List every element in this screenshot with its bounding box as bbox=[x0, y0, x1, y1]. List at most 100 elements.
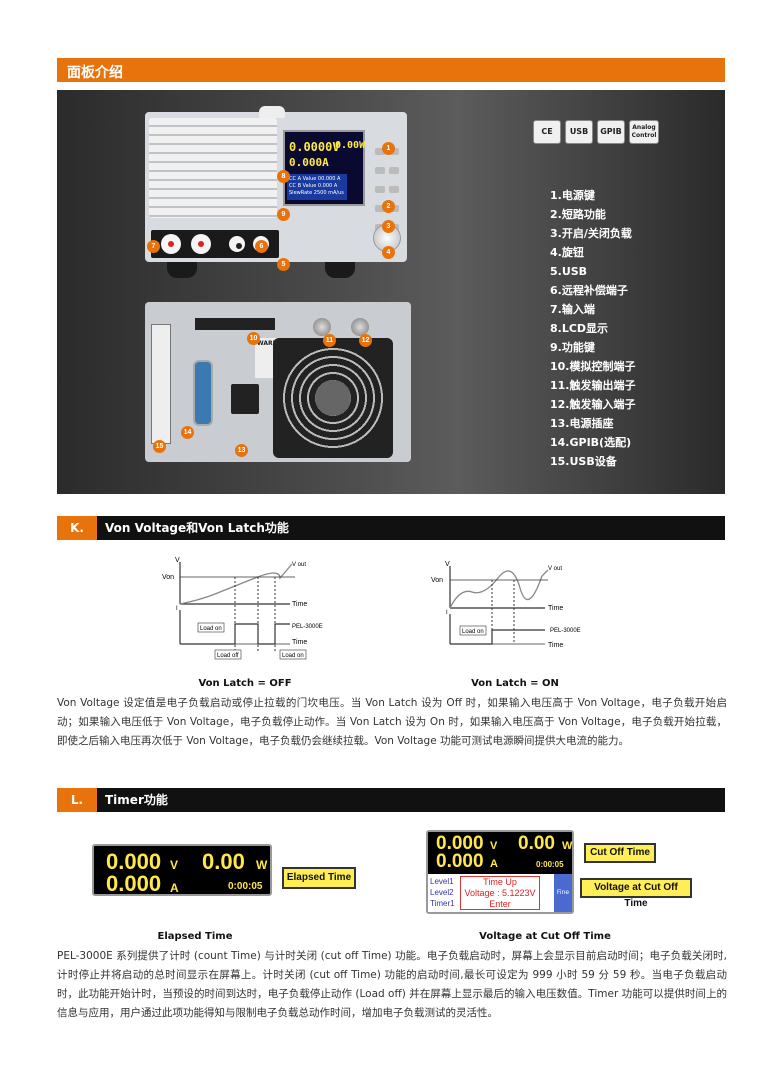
callout-9: 9 bbox=[277, 208, 290, 221]
disp-w-unit: W bbox=[562, 840, 573, 852]
usb-badge: USB bbox=[565, 120, 593, 144]
para-timer: PEL-3000E 系列提供了计时 (count Time) 与计时关闭 (cu… bbox=[57, 950, 727, 1019]
cooling-fan bbox=[273, 338, 393, 458]
cutoff-display: 0.000 V 0.00 W 0.000 A 0:00:05 Level1 Le… bbox=[426, 830, 574, 914]
popup-enter[interactable]: Enter bbox=[489, 899, 511, 909]
callout-7: 7 bbox=[147, 240, 160, 253]
section-l-title: Timer功能 bbox=[105, 793, 168, 807]
gpib-badge: GPIB bbox=[597, 120, 625, 144]
caption-on: Von Latch = ON bbox=[471, 678, 559, 689]
lcd-power: 0.00W bbox=[335, 140, 366, 151]
disp-w-unit: W bbox=[256, 858, 268, 872]
i-curve bbox=[180, 623, 290, 645]
cooling-fins bbox=[149, 118, 277, 218]
analog-control-connector bbox=[195, 318, 275, 330]
von-label: Von bbox=[162, 574, 174, 581]
disp-time: 0:00:05 bbox=[228, 881, 263, 892]
trigger-out-bnc bbox=[313, 318, 331, 336]
callout-6: 6 bbox=[255, 240, 268, 253]
load-on-label-2: Load on bbox=[282, 653, 304, 659]
disp-v-unit: V bbox=[490, 840, 498, 852]
timer-1: Timer1 bbox=[430, 899, 455, 908]
feature-item: 6.远程补偿端子 bbox=[550, 284, 628, 297]
sense-terminal bbox=[229, 236, 245, 252]
lcd-voltage: 0.0000V bbox=[289, 140, 340, 154]
vout-label: V out bbox=[292, 562, 306, 568]
feature-item: 7.输入端 bbox=[550, 303, 595, 316]
gpib-connector bbox=[193, 360, 213, 426]
certification-badges: CE USB GPIB Analog Control bbox=[533, 120, 659, 144]
v-label: V bbox=[445, 561, 450, 568]
settings-panel: Level1 Level2 Timer1 Time Up Voltage : 5… bbox=[428, 874, 572, 912]
i-label: I bbox=[446, 610, 448, 616]
callout-12: 12 bbox=[359, 334, 372, 347]
rear-label bbox=[151, 324, 171, 444]
model-label: PEL-3000E bbox=[550, 628, 581, 634]
device-front-panel: 0.0000V 0.00W 0.000A CC A Value 00.000 A… bbox=[145, 106, 407, 278]
time-up-popup: Time Up Voltage : 5.1223V Enter bbox=[460, 876, 540, 910]
lcd-info-3: SlewRate 2500 mA/us bbox=[289, 190, 344, 196]
callout-5: 5 bbox=[277, 258, 290, 271]
feature-item: 15.USB设备 bbox=[550, 455, 617, 468]
disp-current: 0.000 bbox=[106, 871, 162, 896]
disp-time: 0:00:05 bbox=[536, 860, 564, 869]
lcd-display: 0.0000V 0.00W 0.000A CC A Value 00.000 A… bbox=[283, 130, 365, 206]
disp-power: 0.00 bbox=[202, 849, 245, 874]
level-1: Level1 bbox=[430, 877, 454, 886]
feature-item: 5.USB bbox=[550, 265, 588, 278]
feature-item: 2.短路功能 bbox=[550, 208, 606, 221]
time-label-1: Time bbox=[548, 605, 563, 612]
caption-cutoff: Voltage at Cut Off Time bbox=[479, 931, 611, 942]
section-k-tag: K. bbox=[57, 516, 97, 540]
callout-13: 13 bbox=[235, 444, 248, 457]
popup-title: Time Up bbox=[483, 877, 517, 887]
disp-current: 0.000 bbox=[436, 851, 484, 872]
feature-item: 3.开启/关闭负载 bbox=[550, 227, 632, 240]
terminal-negative bbox=[191, 234, 211, 254]
fan-hub bbox=[315, 380, 351, 416]
load-on-label: Load on bbox=[200, 626, 222, 632]
von-latch-off-diagram: V Von V out Time I Load on Load off Load… bbox=[162, 557, 323, 660]
lcd-info: CC A Value 00.000 A CC B Value 0.000 A S… bbox=[287, 174, 347, 200]
section-l-header: L.Timer功能 bbox=[57, 788, 725, 812]
v-out-curve bbox=[449, 569, 549, 609]
time-label-2: Time bbox=[548, 642, 563, 649]
feature-item: 13.电源插座 bbox=[550, 417, 614, 430]
disp-a-unit: A bbox=[170, 881, 179, 895]
level-2: Level2 bbox=[430, 888, 454, 897]
feature-item: 1.电源键 bbox=[550, 189, 595, 202]
disp-v-unit: V bbox=[170, 858, 179, 872]
feature-item: 12.触发输入端子 bbox=[550, 398, 636, 411]
feature-item: 10.模拟控制端子 bbox=[550, 360, 636, 373]
lcd-current: 0.000A bbox=[289, 156, 329, 169]
load-off-label: Load off bbox=[217, 653, 239, 659]
callout-10: 10 bbox=[247, 332, 260, 345]
disp-voltage: 0.000 bbox=[436, 833, 484, 854]
feature-item: 9.功能键 bbox=[550, 341, 595, 354]
fine-button[interactable]: Fine bbox=[554, 874, 572, 912]
section-k-title: Von Voltage和Von Latch功能 bbox=[105, 521, 289, 535]
load-on-label: Load on bbox=[462, 629, 484, 635]
para-von: Von Voltage 设定值是电子负载启动或停止拉载的门坎电压。当 Von L… bbox=[57, 697, 727, 747]
time-label-1: Time bbox=[292, 601, 307, 608]
feature-item: 8.LCD显示 bbox=[550, 322, 609, 335]
panel-section-header: 面板介绍 bbox=[57, 58, 725, 82]
feature-list: 1.电源键 2.短路功能 3.开启/关闭负载 4.旋钮 5.USB 6.远程补偿… bbox=[550, 186, 636, 471]
callout-3: 3 bbox=[382, 220, 395, 233]
callout-2: 2 bbox=[382, 200, 395, 213]
feature-item: 4.旋钮 bbox=[550, 246, 584, 259]
popup-voltage: Voltage : 5.1223V bbox=[464, 888, 536, 898]
analog-control-badge: Analog Control bbox=[629, 120, 659, 144]
device-rear-panel: WARNING bbox=[145, 302, 411, 462]
v-label: V bbox=[175, 557, 180, 564]
i-label: I bbox=[176, 606, 178, 612]
feature-item: 11.触发输出端子 bbox=[550, 379, 636, 392]
elapsed-time-display: 0.000 V 0.00 W 0.000 A 0:00:05 bbox=[92, 844, 272, 896]
cutoff-time-tag: Cut Off Time bbox=[584, 843, 656, 863]
callout-1: 1 bbox=[382, 142, 395, 155]
feature-item: 14.GPIB(选配) bbox=[550, 436, 632, 449]
trigger-in-bnc bbox=[351, 318, 369, 336]
voltage-cutoff-tag: Voltage at Cut Off Time bbox=[580, 878, 692, 909]
model-label: PEL-3000E bbox=[292, 624, 323, 630]
von-latch-on-diagram: V Von V out Time I Load on PEL-3000E Tim… bbox=[431, 561, 581, 649]
